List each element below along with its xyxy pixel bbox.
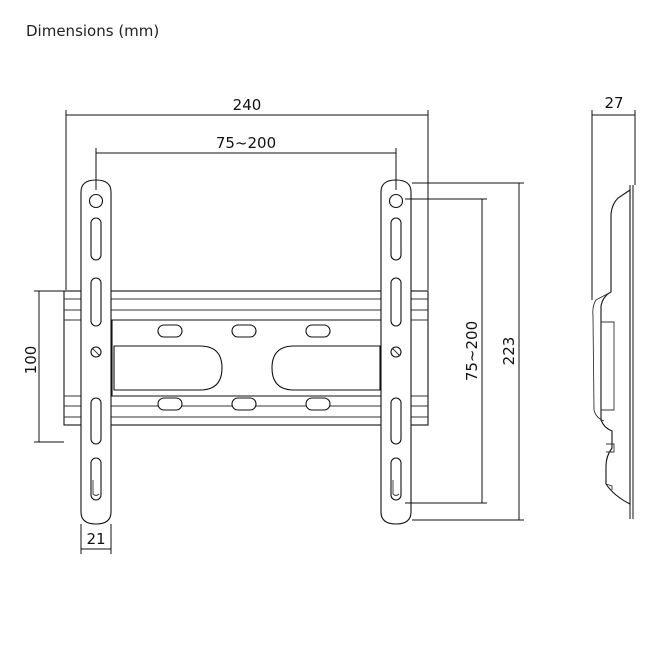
dimension-label-vesa-horizontal: 75~200 [216, 134, 276, 152]
side-view [592, 185, 634, 519]
center-plate [111, 319, 383, 411]
dimension-arm-width: 21 [80, 524, 112, 554]
dimension-depth: 27 [591, 94, 636, 300]
dimension-label-overall-width: 240 [233, 96, 262, 114]
right-arm [380, 179, 412, 525]
page-title: Dimensions (mm) [26, 22, 160, 40]
dimension-label-overall-height: 223 [500, 337, 518, 366]
dimension-vesa-horizontal: 75~200 [95, 134, 397, 190]
dimension-rail-height: 100 [22, 290, 64, 443]
dimension-label-rail-height: 100 [22, 346, 40, 375]
dimension-overall-height: 223 [412, 182, 524, 521]
dimension-label-arm-width: 21 [86, 530, 105, 548]
dimension-label-vesa-vertical: 75~200 [463, 321, 481, 381]
front-view [63, 179, 429, 525]
left-arm [80, 179, 112, 525]
dimension-vesa-vertical: 75~200 [405, 198, 487, 504]
dimension-label-depth: 27 [604, 94, 623, 112]
dimension-overall-width: 240 [65, 96, 429, 290]
